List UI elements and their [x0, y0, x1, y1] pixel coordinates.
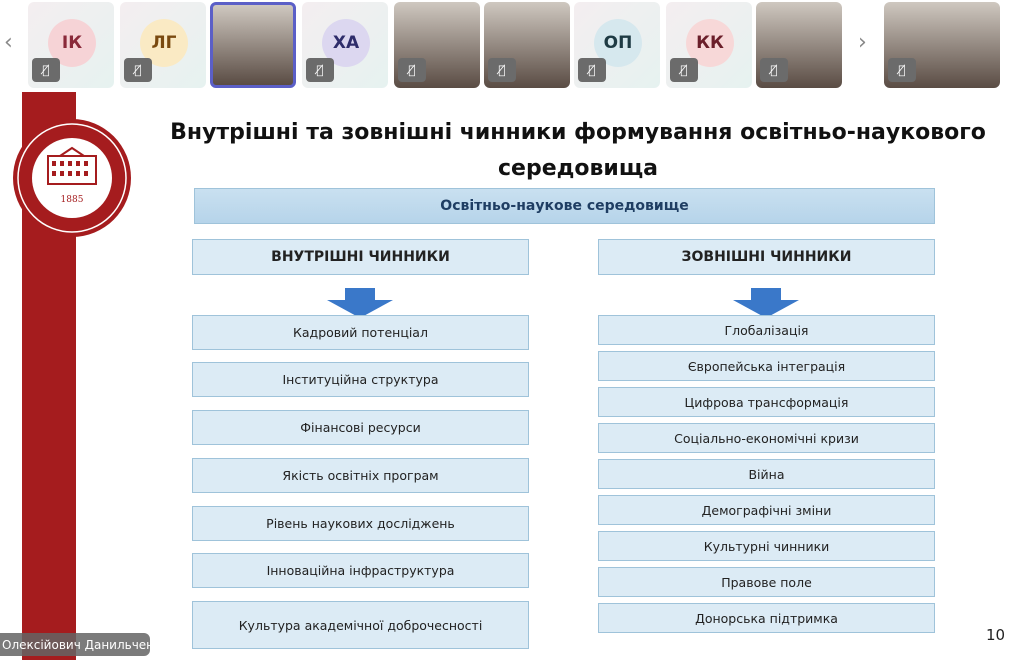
title-line-1: Внутрішні та зовнішні чинники формування… — [170, 120, 986, 145]
internal-factor-item: Фінансові ресурси — [192, 410, 529, 445]
participant-tile[interactable]: 🎙̸ — [756, 2, 842, 88]
title-line-2: середовища — [497, 156, 658, 181]
external-factor-item: Глобалізація — [598, 315, 935, 345]
mic-muted-icon: 🎙̸ — [888, 58, 916, 82]
mic-muted-icon: 🎙̸ — [670, 58, 698, 82]
mic-muted-icon: 🎙̸ — [306, 58, 334, 82]
internal-factors-title: ВНУТРІШНІ ЧИННИКИ — [192, 239, 529, 275]
external-factors-title: ЗОВНІШНІ ЧИННИКИ — [598, 239, 935, 275]
internal-factor-item: Кадровий потенціал — [192, 315, 529, 350]
environment-header: Освітньо-наукове середовище — [194, 188, 935, 224]
internal-factor-item: Інноваційна інфраструктура — [192, 553, 529, 588]
speaker-name-label: Олексійович Данильченко — [0, 633, 169, 656]
participant-tile[interactable]: КК🎙̸ — [666, 2, 752, 88]
internal-factor-item: Рівень наукових досліджень — [192, 506, 529, 541]
participant-strip: ‹ › ІК🎙̸ЛГ🎙̸ХА🎙̸🎙̸🎙̸ОП🎙̸КК🎙̸🎙̸🎙̸ — [0, 0, 1024, 90]
mic-muted-icon: 🎙̸ — [488, 58, 516, 82]
mic-muted-icon: 🎙̸ — [578, 58, 606, 82]
internal-factor-item: Інституційна структура — [192, 362, 529, 397]
external-factor-item: Правове поле — [598, 567, 935, 597]
slide-title: Внутрішні та зовнішні чинники формування… — [150, 115, 1006, 187]
internal-factor-item: Культура академічної доброчесності — [192, 601, 529, 649]
mic-muted-icon: 🎙̸ — [398, 58, 426, 82]
participant-tile[interactable]: ХА🎙̸ — [302, 2, 388, 88]
external-factor-item: Європейська інтеграція — [598, 351, 935, 381]
logo-year: 1885 — [61, 195, 84, 205]
mic-muted-icon: 🎙̸ — [32, 58, 60, 82]
mic-muted-icon: 🎙̸ — [124, 58, 152, 82]
university-logo: 1885 — [13, 119, 131, 237]
external-factor-item: Культурні чинники — [598, 531, 935, 561]
prev-participants-button[interactable]: ‹ — [4, 30, 13, 55]
internal-factor-item: Якість освітніх програм — [192, 458, 529, 493]
participant-tile[interactable]: ІК🎙̸ — [28, 2, 114, 88]
next-participants-button[interactable]: › — [858, 30, 867, 55]
down-arrow-icon — [733, 288, 799, 318]
external-factor-item: Цифрова трансформація — [598, 387, 935, 417]
external-factor-item: Війна — [598, 459, 935, 489]
participant-tile[interactable] — [210, 2, 296, 88]
external-factor-item: Донорська підтримка — [598, 603, 935, 633]
participant-tile[interactable]: 🎙̸ — [884, 2, 1000, 88]
participant-tile[interactable]: 🎙̸ — [484, 2, 570, 88]
down-arrow-icon — [327, 288, 393, 318]
participant-tile[interactable]: ОП🎙̸ — [574, 2, 660, 88]
participant-tile[interactable]: 🎙̸ — [394, 2, 480, 88]
participant-tile[interactable]: ЛГ🎙̸ — [120, 2, 206, 88]
external-factor-item: Соціально-економічні кризи — [598, 423, 935, 453]
external-factor-item: Демографічні зміни — [598, 495, 935, 525]
page-number: 10 — [986, 626, 1006, 644]
mic-muted-icon: 🎙̸ — [760, 58, 788, 82]
